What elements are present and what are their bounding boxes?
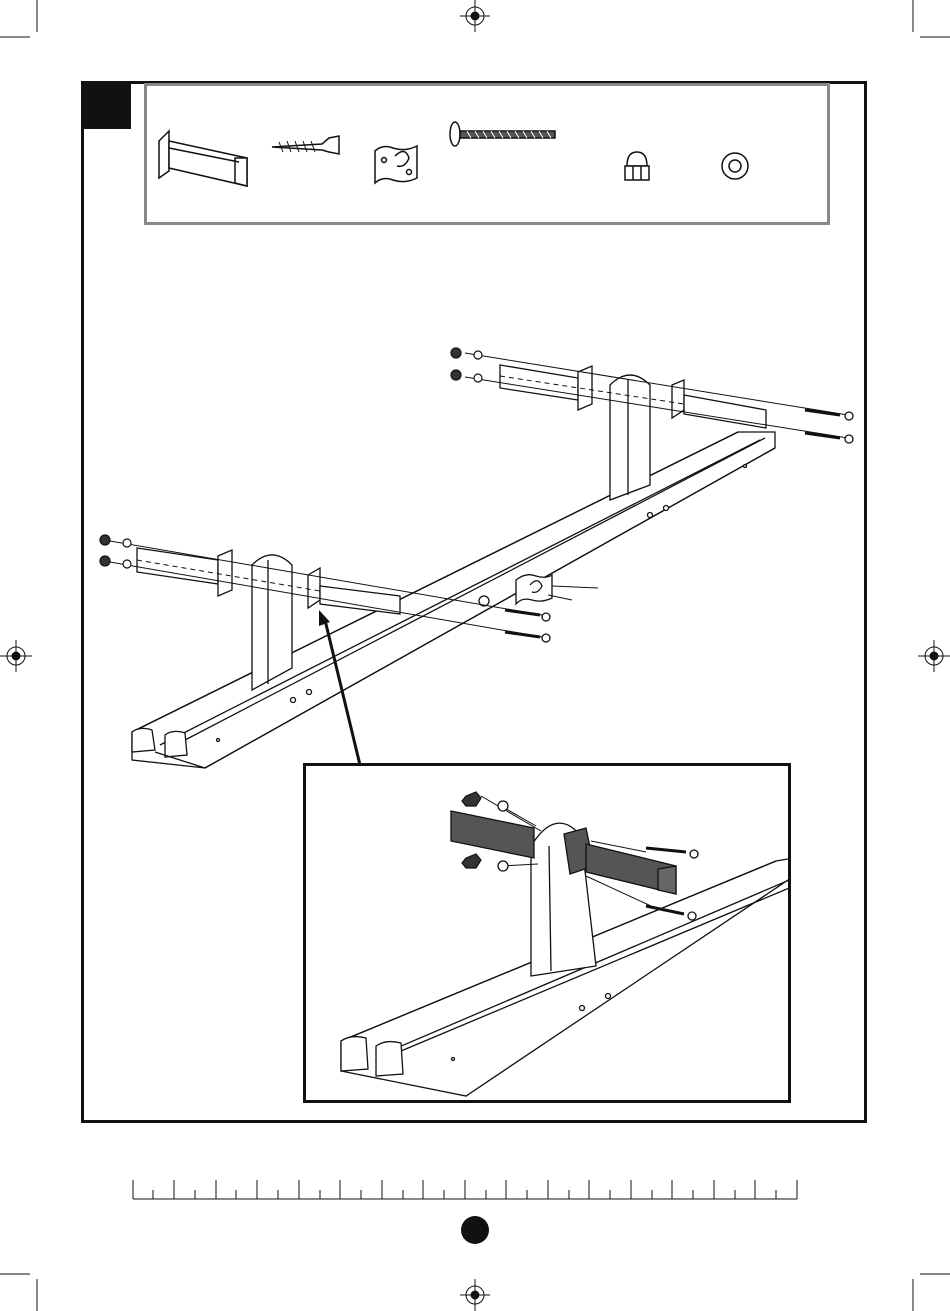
page-marker — [461, 1216, 489, 1244]
